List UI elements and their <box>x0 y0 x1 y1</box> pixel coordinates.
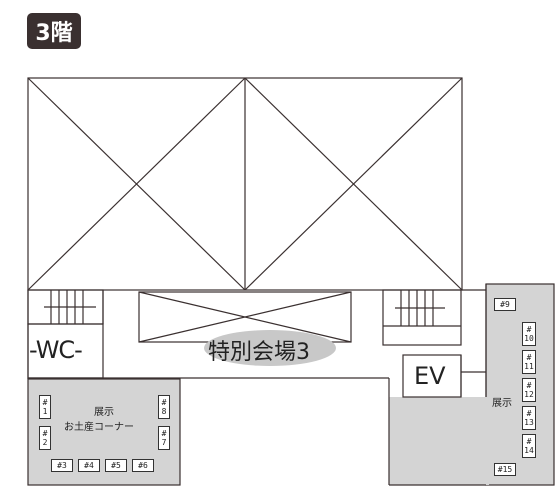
floor-badge: 3階 <box>27 13 81 49</box>
left-stairs <box>27 289 104 325</box>
wc-label: -WC- <box>29 336 83 364</box>
booth-1[interactable]: #1 <box>39 395 51 419</box>
booth-4[interactable]: #4 <box>78 459 100 472</box>
left-exhibit-title: 展示 <box>94 407 114 418</box>
booth-10[interactable]: #10 <box>522 322 536 346</box>
booth-2[interactable]: #2 <box>39 426 51 450</box>
special-hall-label: 特別会場3 <box>208 340 310 365</box>
special-hall-label-bg <box>204 330 336 366</box>
right-exhibit-lower <box>389 397 489 485</box>
booth-13[interactable]: #13 <box>522 406 536 430</box>
booth-3[interactable]: #3 <box>51 459 73 472</box>
booth-9[interactable]: #9 <box>494 298 516 311</box>
left-exhibit-subtitle: お土産コーナー <box>64 422 134 433</box>
booth-7[interactable]: #7 <box>158 426 170 450</box>
booth-12[interactable]: #12 <box>522 378 536 402</box>
booth-5[interactable]: #5 <box>105 459 127 472</box>
booth-15[interactable]: #15 <box>494 463 516 476</box>
wc-room <box>27 323 104 379</box>
right-exhibit-title: 展示 <box>492 398 512 409</box>
atrium-void <box>27 77 463 291</box>
elevator-room <box>402 354 486 398</box>
elevator-label: EV <box>414 362 446 390</box>
booth-11[interactable]: #11 <box>522 350 536 374</box>
booth-14[interactable]: #14 <box>522 434 536 458</box>
booth-6[interactable]: #6 <box>132 459 154 472</box>
right-exhibit-area <box>485 283 555 486</box>
right-stairs <box>382 289 462 346</box>
booth-8[interactable]: #8 <box>158 395 170 419</box>
